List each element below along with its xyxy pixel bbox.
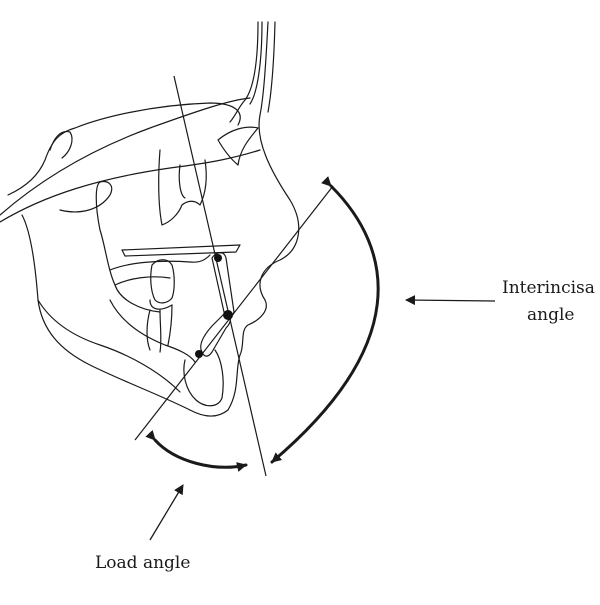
interincisal-angle-arc — [270, 176, 380, 464]
incisor-teeth — [183, 252, 235, 407]
skull-outline — [0, 97, 261, 417]
mandible-outline — [37, 299, 196, 393]
landmark-points — [195, 254, 233, 358]
soft-tissue-profile — [217, 21, 300, 411]
load-angle-arc — [145, 429, 248, 472]
load-angle-label: Load angle — [95, 553, 191, 573]
upper-incisor-apex-point — [214, 254, 222, 262]
upper-incisor-axis — [173, 75, 267, 477]
incisal-contact-point — [223, 310, 233, 320]
reference-lines — [134, 75, 334, 477]
interincisal-pointer-arrow — [405, 295, 496, 306]
load-angle-pointer-arrow — [149, 484, 184, 541]
interincisal-angle-label-line1: Interincisa — [502, 278, 595, 298]
molar-teeth — [146, 259, 175, 353]
maxilla-outline — [109, 149, 241, 286]
lower-incisor-apex-point — [195, 350, 203, 358]
interincisal-angle-label-line2: angle — [527, 305, 575, 325]
